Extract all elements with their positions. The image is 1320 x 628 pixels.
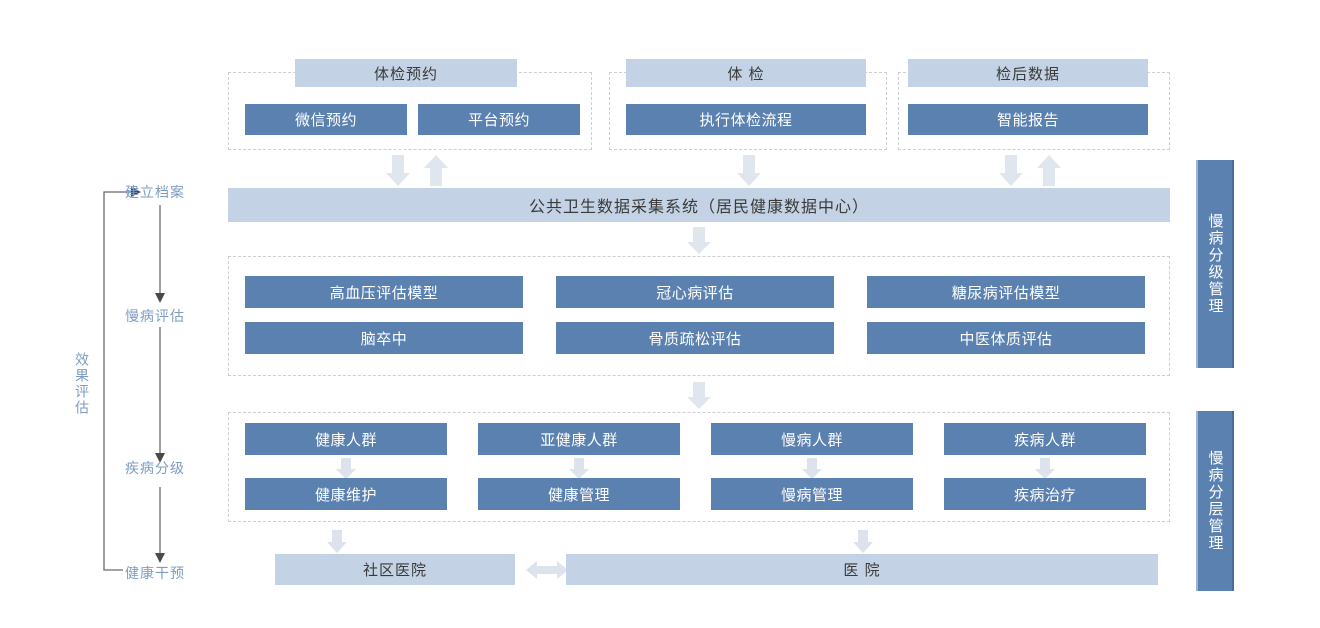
arrow-down-icon bbox=[853, 530, 873, 553]
left-rail-flow-lines bbox=[103, 187, 165, 571]
arrow-healthy-to-maintenance bbox=[336, 458, 356, 479]
box-platform-appointment[interactable]: 平台预约 bbox=[418, 104, 580, 135]
section-header-exam: 体 检 bbox=[626, 59, 866, 87]
stage-label-create-record: 建立档案 bbox=[125, 184, 185, 200]
box-hospital[interactable]: 医 院 bbox=[566, 554, 1158, 585]
right-rail-chronic-grading-management[interactable]: 慢病分级管理 bbox=[1196, 160, 1234, 368]
arrow-up-icon bbox=[424, 155, 448, 186]
arrow-hub-to-assessment bbox=[687, 227, 711, 254]
dashed-zone-assessment bbox=[228, 256, 1170, 376]
box-disease-population[interactable]: 疾病人群 bbox=[944, 423, 1146, 455]
box-smart-report[interactable]: 智能报告 bbox=[908, 104, 1148, 135]
arrow-down-icon bbox=[155, 553, 165, 563]
arrow-down-icon bbox=[155, 293, 165, 303]
box-healthy-population[interactable]: 健康人群 bbox=[245, 423, 447, 455]
arrow-to-community-hospital bbox=[327, 530, 347, 553]
arrow-subhealthy-to-health-management bbox=[569, 458, 589, 479]
arrow-down-icon bbox=[687, 227, 711, 254]
box-community-hospital[interactable]: 社区医院 bbox=[275, 554, 515, 585]
box-health-management[interactable]: 健康管理 bbox=[478, 478, 680, 510]
arrow-up-icon bbox=[1037, 155, 1061, 186]
section-header-post-exam-data: 检后数据 bbox=[908, 59, 1148, 87]
stage-label-health-intervention: 健康干预 bbox=[125, 565, 185, 581]
box-chronic-population[interactable]: 慢病人群 bbox=[711, 423, 913, 455]
arrow-down-icon bbox=[336, 458, 356, 479]
arrow-group-appointment-hub bbox=[386, 155, 448, 186]
box-exam-process[interactable]: 执行体检流程 bbox=[626, 104, 866, 135]
box-coronary-assessment[interactable]: 冠心病评估 bbox=[556, 276, 834, 308]
section-header-appointment: 体检预约 bbox=[295, 59, 517, 87]
arrow-down-icon bbox=[155, 453, 165, 463]
arrow-group-postdata-hub bbox=[999, 155, 1061, 186]
arrow-right-icon bbox=[131, 187, 141, 197]
right-rail-chronic-stratified-management[interactable]: 慢病分层管理 bbox=[1196, 411, 1234, 591]
arrow-down-icon bbox=[386, 155, 410, 186]
arrow-to-hospital bbox=[853, 530, 873, 553]
box-health-maintenance[interactable]: 健康维护 bbox=[245, 478, 447, 510]
arrow-down-icon bbox=[802, 458, 822, 479]
arrow-group-exam-hub bbox=[737, 155, 761, 186]
arrow-down-icon bbox=[327, 530, 347, 553]
box-diabetes-model[interactable]: 糖尿病评估模型 bbox=[867, 276, 1145, 308]
box-disease-treatment[interactable]: 疾病治疗 bbox=[944, 478, 1146, 510]
arrow-down-icon bbox=[569, 458, 589, 479]
arrow-down-icon bbox=[687, 382, 711, 409]
arrow-down-icon bbox=[1035, 458, 1055, 479]
box-stroke[interactable]: 脑卒中 bbox=[245, 322, 523, 354]
arrow-down-icon bbox=[999, 155, 1023, 186]
box-wechat-appointment[interactable]: 微信预约 bbox=[245, 104, 407, 135]
box-chronic-management[interactable]: 慢病管理 bbox=[711, 478, 913, 510]
arrow-left-right-icon bbox=[526, 561, 568, 579]
arrow-chronic-to-chronic-management bbox=[802, 458, 822, 479]
stage-label-disease-grading: 疾病分级 bbox=[125, 460, 185, 476]
left-rail-effect-evaluation-label: 效果评估 bbox=[74, 352, 90, 416]
box-subhealthy-population[interactable]: 亚健康人群 bbox=[478, 423, 680, 455]
arrow-between-institutions bbox=[526, 561, 568, 579]
hub-data-collection-system[interactable]: 公共卫生数据采集系统（居民健康数据中心） bbox=[228, 188, 1170, 222]
box-hypertension-model[interactable]: 高血压评估模型 bbox=[245, 276, 523, 308]
arrow-down-icon bbox=[737, 155, 761, 186]
feedback-loop-path bbox=[103, 191, 123, 571]
dashed-zone-stratification bbox=[228, 412, 1170, 522]
arrow-disease-to-treatment bbox=[1035, 458, 1055, 479]
box-osteoporosis-assessment[interactable]: 骨质疏松评估 bbox=[556, 322, 834, 354]
stage-label-chronic-assessment: 慢病评估 bbox=[125, 308, 185, 324]
arrow-assessment-to-stratification bbox=[687, 382, 711, 409]
box-tcm-constitution-assessment[interactable]: 中医体质评估 bbox=[867, 322, 1145, 354]
